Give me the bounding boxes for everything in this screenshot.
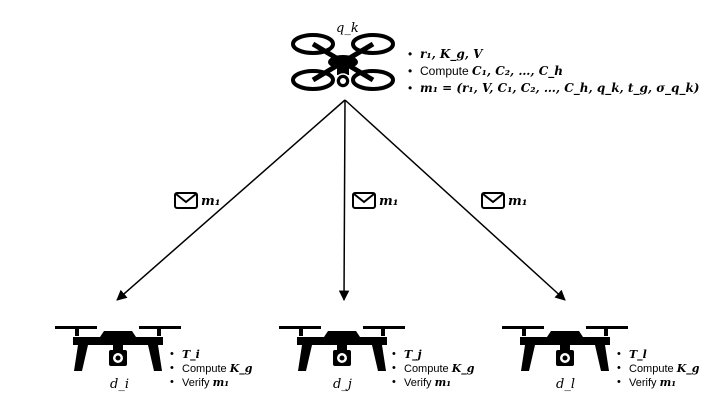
leader-step-3: m₁ = (r₁, V, C₁, C₂, …, C_h, q_k, t_g, σ… [408, 80, 699, 97]
drone-step: Compute K_g [617, 362, 699, 376]
camera-drone-icon [55, 326, 181, 371]
drone-step: T_l [617, 348, 699, 362]
drone-step: Verify m₁ [392, 376, 474, 390]
envelope-icon [481, 192, 505, 209]
envelope-icon [174, 192, 198, 209]
drone-steps-di: T_i Compute K_g Verify m₁ [170, 348, 252, 390]
leader-step-1: r₁, K_g, V [408, 46, 699, 63]
link-to-dj [338, 99, 350, 302]
drone-step: Verify m₁ [617, 376, 699, 390]
link-to-di [116, 99, 346, 301]
drone-step: T_i [170, 348, 252, 362]
leader-steps: r₁, K_g, V Compute C₁, C₂, …, C_h m₁ = (… [408, 46, 699, 97]
camera-drone-icon [279, 326, 405, 371]
leader-step-2: Compute C₁, C₂, …, C_h [408, 63, 699, 80]
drone-step: Compute K_g [392, 362, 474, 376]
drone-step: Compute K_g [170, 362, 252, 376]
camera-drone-icon [502, 326, 628, 371]
envelope-icon [352, 192, 376, 209]
leader-label: q_k [336, 21, 359, 36]
drone-label-dj: d_j [333, 377, 352, 392]
drone-steps-dl: T_l Compute K_g Verify m₁ [617, 348, 699, 390]
drone-step: T_j [392, 348, 474, 362]
message-label-di: m₁ [201, 194, 221, 209]
drone-label-dl: d_l [556, 377, 575, 392]
quadcopter-drone-icon [293, 35, 393, 89]
drone-steps-dj: T_j Compute K_g Verify m₁ [392, 348, 474, 390]
message-label-dl: m₁ [508, 194, 528, 209]
message-label-dj: m₁ [379, 194, 399, 209]
drone-label-di: d_i [110, 377, 129, 392]
link-to-dl [344, 99, 566, 301]
drone-step: Verify m₁ [170, 376, 252, 390]
